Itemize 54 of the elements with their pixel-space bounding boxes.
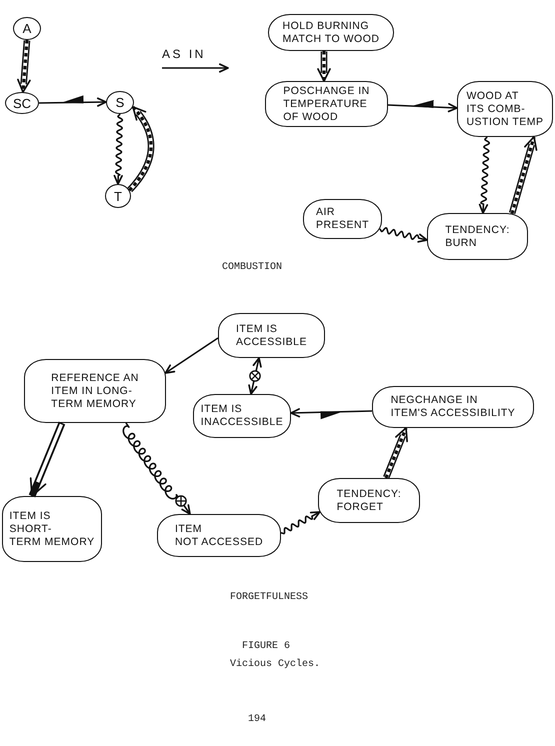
bubble-node — [318, 478, 420, 523]
wavy-arrow — [478, 136, 490, 214]
bubble-node — [24, 359, 166, 423]
coiled-arrow — [122, 422, 191, 515]
wavy-arrow — [280, 511, 321, 534]
handwritten-note: AS IN — [162, 47, 206, 61]
section-caption: FORGETFULNESS — [230, 592, 308, 604]
node-label: TENDENCY: BURN — [445, 224, 510, 250]
node-label: WOOD AT ITS COMB- USTION TEMP — [466, 90, 544, 128]
hollow-arrow — [28, 422, 66, 498]
arrow — [164, 337, 218, 374]
wedge-arrow — [388, 100, 458, 112]
bubble-node — [2, 496, 102, 562]
figure-title: FIGURE 6 — [242, 641, 290, 653]
ladder-arrow — [384, 427, 408, 479]
bubble-node — [218, 313, 325, 358]
node-label: S — [116, 95, 124, 110]
bubble-node — [372, 386, 534, 428]
node-label: POSCHANGE IN TEMPERATURE OF WOOD — [283, 84, 370, 124]
node-label: ITEM IS SHORT- TERM MEMORY — [9, 510, 95, 548]
figure-caption: Vicious Cycles. — [230, 659, 320, 671]
node-label: NEGCHANGE IN ITEM'S ACCESSIBILITY — [390, 394, 516, 420]
node-label: T — [114, 188, 122, 204]
node-label: A — [22, 21, 32, 36]
ladder-arrow — [128, 106, 153, 192]
node-label: HOLD BURNING MATCH TO WOOD — [282, 20, 380, 46]
node-label: ITEM NOT ACCESSED — [174, 522, 264, 548]
bubble-node — [303, 199, 382, 239]
ladder-arrow — [510, 136, 538, 214]
circle-node — [105, 184, 131, 208]
node-label: TENDENCY: FORGET — [336, 488, 402, 514]
ladder-arrow — [317, 51, 331, 82]
node-label: SC — [12, 96, 32, 110]
section-caption: COMBUSTION — [222, 262, 282, 274]
node-label: AIR PRESENT — [316, 206, 370, 232]
bubble-node — [268, 14, 394, 51]
wavy-arrow — [379, 227, 428, 243]
circle-node — [106, 91, 134, 114]
circle-node — [13, 17, 41, 40]
bubble-node — [265, 81, 388, 127]
bubble-node — [457, 81, 553, 137]
double-headed-arrow — [248, 357, 262, 395]
wedge-arrow — [290, 408, 372, 420]
bubble-node — [193, 394, 291, 438]
page-number: 194 — [248, 714, 266, 726]
bubble-node — [157, 514, 281, 557]
circle-node — [5, 92, 39, 114]
wedge-arrow — [38, 95, 106, 107]
bubble-node — [427, 213, 528, 260]
node-label: ITEM IS ACCESSIBLE — [236, 322, 307, 348]
wavy-arrow — [114, 114, 124, 185]
node-label: REFERENCE AN ITEM IN LONG- TERM MEMORY — [51, 372, 139, 410]
node-label: ITEM IS INACCESSIBLE — [200, 403, 284, 429]
ladder-arrow — [17, 40, 31, 93]
